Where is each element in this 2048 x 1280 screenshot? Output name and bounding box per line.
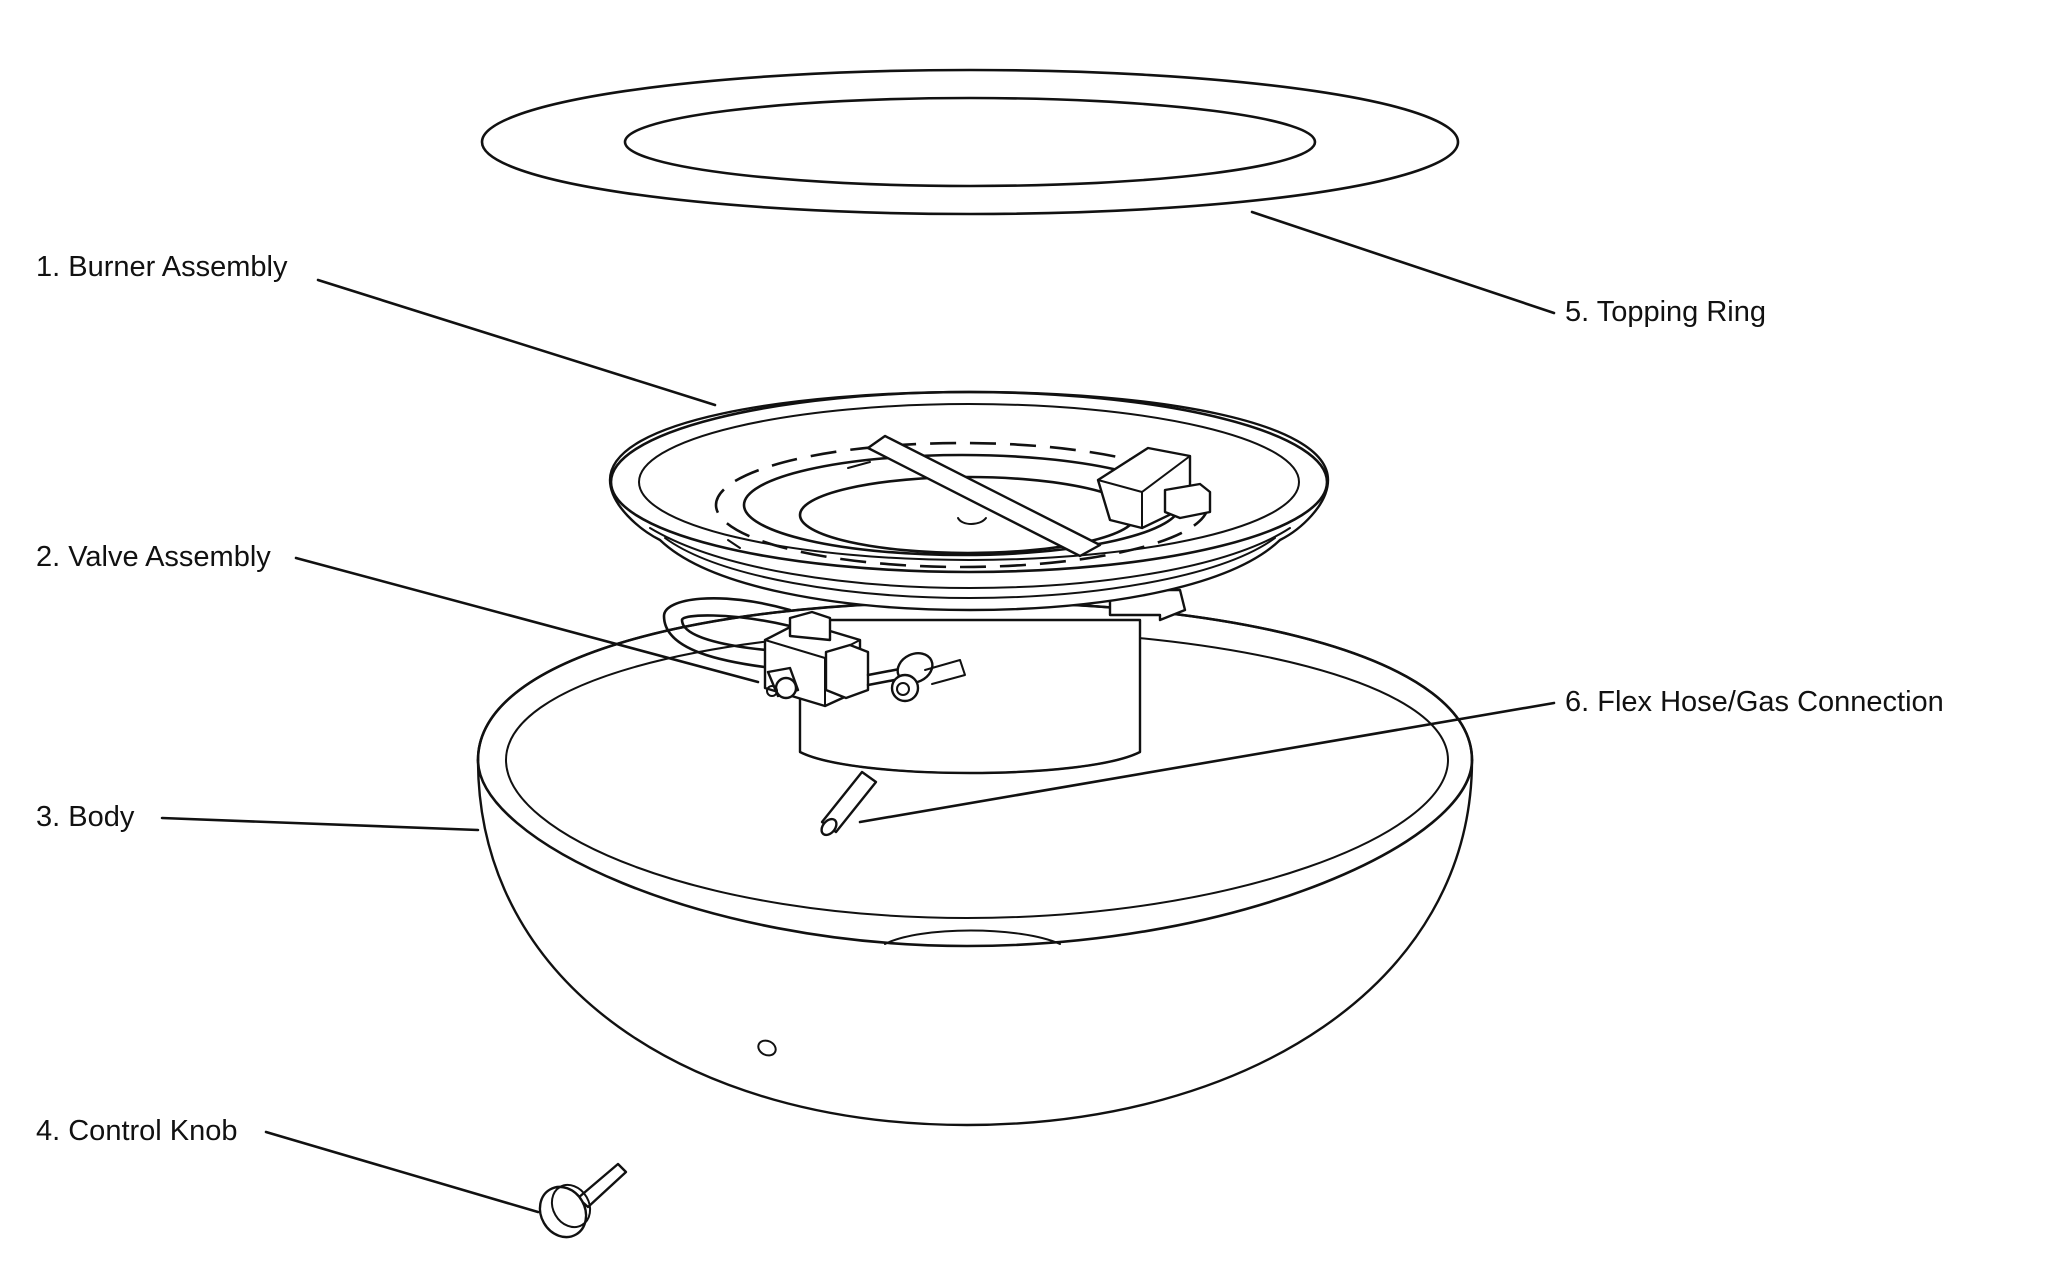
leader-body — [160, 816, 480, 832]
burner-assembly — [608, 390, 1330, 612]
leader-burner-assembly — [316, 278, 717, 407]
control-knob — [538, 1162, 628, 1239]
label-flex-hose: 6. Flex Hose/Gas Connection — [1565, 686, 1944, 718]
leader-topping-ring — [1250, 210, 1556, 315]
topping-ring — [480, 68, 1460, 216]
label-valve-assembly: 2. Valve Assembly — [36, 541, 271, 573]
label-body: 3. Body — [36, 801, 135, 833]
label-burner-assembly: 1. Burner Assembly — [36, 251, 288, 283]
leader-flex-hose — [858, 701, 1556, 824]
body — [476, 600, 1474, 1127]
label-topping-ring: 5. Topping Ring — [1565, 296, 1766, 328]
leader-control-knob — [264, 1130, 540, 1214]
leader-valve-assembly — [294, 556, 760, 684]
valve-assembly — [662, 588, 1187, 837]
label-control-knob: 4. Control Knob — [36, 1115, 238, 1147]
